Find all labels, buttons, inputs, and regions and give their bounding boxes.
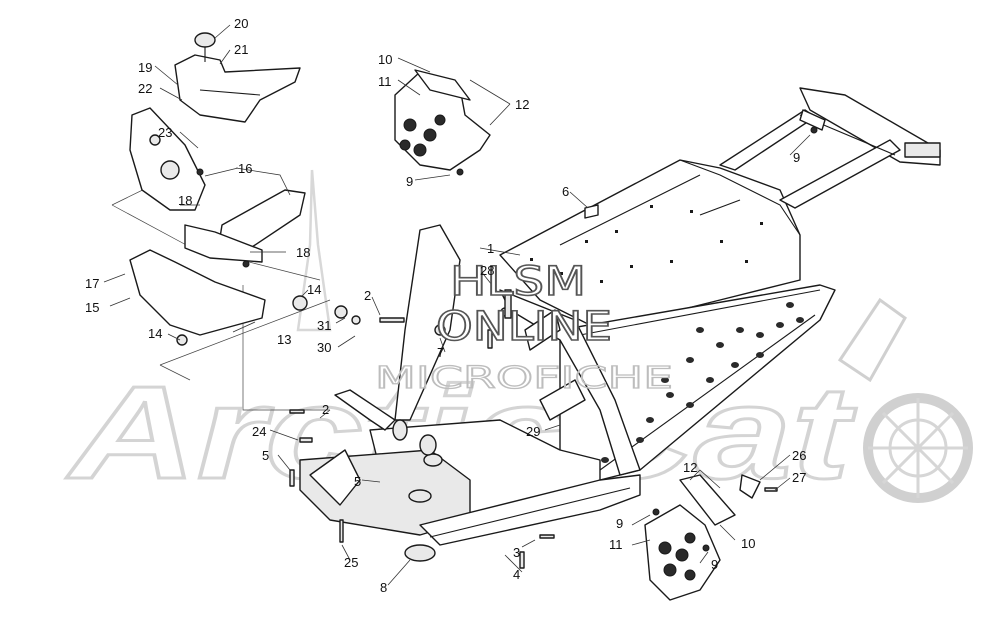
callout-6: 6 — [562, 184, 569, 199]
callout-31: 31 — [317, 318, 331, 333]
callout-2: 2 — [322, 402, 329, 417]
lower-heel-guard — [644, 474, 736, 601]
callout-14: 14 — [307, 282, 321, 297]
callout-9: 9 — [616, 516, 623, 531]
callout-9: 9 — [711, 557, 718, 572]
upper-heel-guard — [394, 69, 491, 176]
watermark-wheel-icon — [837, 297, 973, 503]
callout-15: 15 — [85, 300, 99, 315]
leader-lines — [103, 24, 811, 586]
callout-10: 10 — [741, 536, 755, 551]
callout-5: 5 — [354, 474, 361, 489]
watermark-text: HLSM ONLINE MICROFICHE — [374, 258, 673, 396]
callout-22: 22 — [138, 81, 152, 96]
callout-21: 21 — [234, 42, 248, 57]
watermark-line-2: ONLINE — [436, 304, 612, 350]
callout-30: 30 — [317, 340, 331, 355]
callout-1: 1 — [487, 241, 494, 256]
running-board — [559, 284, 836, 481]
callout-20: 20 — [234, 16, 248, 31]
callout-5: 5 — [262, 448, 269, 463]
callout-26: 26 — [792, 448, 806, 463]
callout-29: 29 — [526, 424, 540, 439]
callout-27: 27 — [792, 470, 806, 485]
knob-icon — [194, 32, 216, 48]
callout-23: 23 — [158, 125, 172, 140]
callout-25: 25 — [344, 555, 358, 570]
callout-24: 24 — [252, 424, 266, 439]
callout-14: 14 — [148, 326, 162, 341]
callout-18: 18 — [178, 193, 192, 208]
callout-4: 4 — [513, 567, 520, 582]
callout-28: 28 — [480, 263, 494, 278]
callout-9: 9 — [793, 150, 800, 165]
watermark-line-1: HLSM — [450, 259, 586, 305]
callout-16: 16 — [238, 161, 252, 176]
callout-3: 3 — [513, 545, 520, 560]
chassis-tunnel — [499, 87, 941, 331]
watermark-spire-icon — [296, 169, 332, 332]
callout-10: 10 — [378, 52, 392, 67]
callout-12: 12 — [683, 460, 697, 475]
callout-17: 17 — [85, 276, 99, 291]
callout-7: 7 — [437, 345, 444, 360]
callout-13: 13 — [277, 332, 291, 347]
callout-18: 18 — [296, 245, 310, 260]
callout-9: 9 — [406, 174, 413, 189]
callout-8: 8 — [380, 580, 387, 595]
callout-labels: 1 2 2 3 4 5 5 6 7 8 9 9 9 9 10 10 11 11 … — [85, 16, 806, 595]
watermark-line-3: MICROFICHE — [375, 361, 673, 396]
hardware — [289, 204, 778, 569]
callout-11: 11 — [378, 74, 392, 89]
front-frame — [299, 224, 641, 546]
callout-2: 2 — [364, 288, 371, 303]
upper-left-bracket-group — [129, 32, 308, 346]
callout-11: 11 — [609, 537, 623, 552]
callout-19: 19 — [138, 60, 152, 75]
callout-12: 12 — [515, 97, 529, 112]
